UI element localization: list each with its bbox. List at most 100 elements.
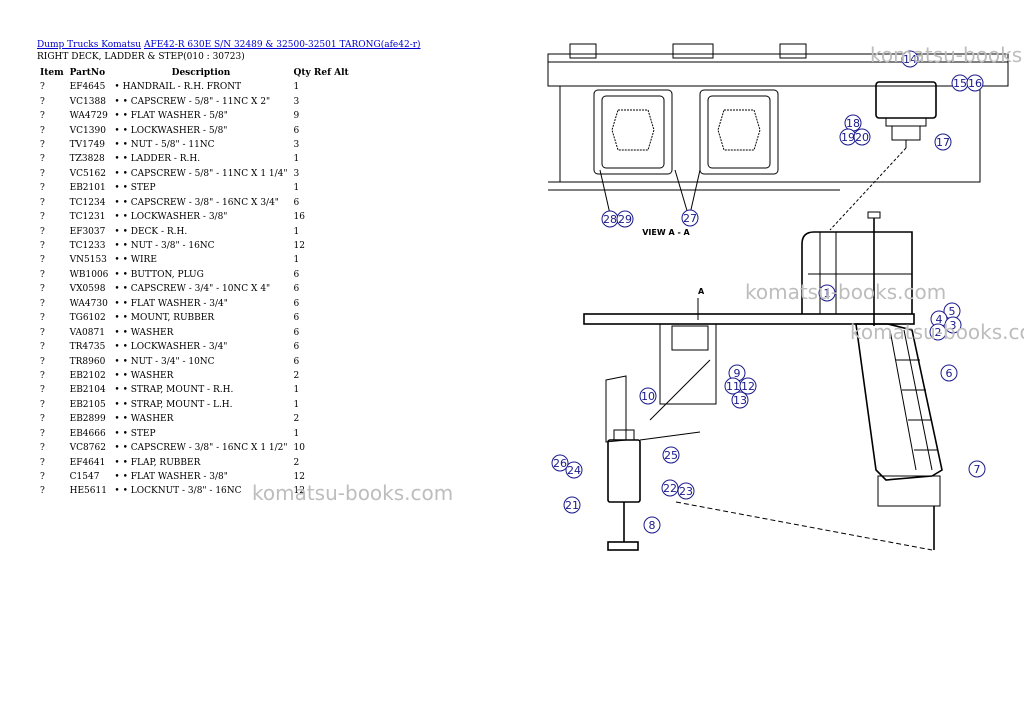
callout-6: 6 bbox=[940, 364, 958, 382]
handrail-post-detail bbox=[829, 81, 937, 231]
cell-qty: 3 bbox=[293, 139, 300, 150]
cell-description: • • CAPSCREW - 3/8" - 16NC X 1 1/2" bbox=[114, 443, 288, 454]
cell-description: • • FLAP, RUBBER bbox=[114, 457, 201, 468]
callout-25: 25 bbox=[662, 446, 680, 464]
cell-partno: TC1231 bbox=[69, 212, 106, 223]
cell-qty: 1 bbox=[293, 82, 300, 93]
cell-partno: WB1006 bbox=[69, 269, 109, 280]
cell-item: ? bbox=[40, 342, 45, 353]
cell-description: • • BUTTON, PLUG bbox=[114, 269, 204, 280]
table-row: ?TC1234• • CAPSCREW - 3/8" - 16NC X 3/4"… bbox=[37, 196, 352, 210]
col-qty-header: Qty Ref Alt bbox=[293, 68, 349, 78]
svg-text:2: 2 bbox=[935, 326, 942, 339]
cell-description: • • STRAP, MOUNT - L.H. bbox=[114, 399, 233, 410]
ladder-drawing bbox=[675, 323, 943, 551]
cell-partno: VA0871 bbox=[69, 327, 105, 338]
cell-partno: HE5611 bbox=[69, 486, 107, 497]
cell-item: ? bbox=[40, 139, 45, 150]
cell-item: ? bbox=[40, 183, 45, 194]
cell-partno: EB2899 bbox=[69, 414, 106, 425]
cell-qty: 1 bbox=[293, 255, 300, 266]
cell-description: • • WIRE bbox=[114, 255, 157, 266]
cell-partno: VC1390 bbox=[69, 125, 106, 136]
parts-diagram: VIEW A - A A bbox=[547, 43, 1009, 551]
cell-description: • • CAPSCREW - 3/8" - 16NC X 3/4" bbox=[114, 197, 279, 208]
callout-20: 20 bbox=[853, 128, 871, 146]
cell-description: • • LOCKNUT - 3/8" - 16NC bbox=[114, 486, 242, 497]
cell-item: ? bbox=[40, 284, 45, 295]
cell-qty: 6 bbox=[293, 197, 300, 208]
cell-item: ? bbox=[40, 399, 45, 410]
cell-description: • • FLAT WASHER - 3/8" bbox=[114, 472, 228, 483]
table-row: ?EB2104• • STRAP, MOUNT - R.H.1 bbox=[37, 383, 352, 397]
svg-text:3: 3 bbox=[950, 319, 957, 332]
svg-text:9: 9 bbox=[734, 367, 741, 380]
svg-text:27: 27 bbox=[683, 212, 697, 225]
cell-item: ? bbox=[40, 486, 45, 497]
cell-partno: EF4645 bbox=[69, 82, 106, 93]
cell-qty: 2 bbox=[293, 457, 300, 468]
cell-item: ? bbox=[40, 226, 45, 237]
svg-text:14: 14 bbox=[903, 53, 917, 66]
col-item-header: Item bbox=[40, 68, 64, 78]
breadcrumb-link-category[interactable]: Dump Trucks Komatsu bbox=[37, 40, 142, 50]
cell-partno: VC5162 bbox=[69, 168, 106, 179]
cell-description: • • CAPSCREW - 5/8" - 11NC X 2" bbox=[114, 96, 271, 107]
cell-qty: 16 bbox=[293, 212, 305, 223]
cell-qty: 1 bbox=[293, 183, 300, 194]
cell-qty: 6 bbox=[293, 284, 300, 295]
cell-description: • HANDRAIL - R.H. FRONT bbox=[114, 82, 242, 93]
cell-item: ? bbox=[40, 457, 45, 468]
callout-10: 10 bbox=[639, 387, 657, 405]
cell-item: ? bbox=[40, 370, 45, 381]
callout-3: 3 bbox=[944, 316, 962, 334]
cell-qty: 6 bbox=[293, 356, 300, 367]
svg-text:17: 17 bbox=[936, 136, 950, 149]
cell-qty: 10 bbox=[293, 443, 305, 454]
table-row: ?TZ3828• • LADDER - R.H.1 bbox=[37, 152, 352, 166]
table-row: ?WA4730• • FLAT WASHER - 3/4"6 bbox=[37, 297, 352, 311]
cell-item: ? bbox=[40, 472, 45, 483]
callout-29: 29 bbox=[616, 210, 634, 228]
cell-qty: 12 bbox=[293, 472, 305, 483]
cell-partno: VX0598 bbox=[69, 284, 106, 295]
table-row: ?TC1231• • LOCKWASHER - 3/8"16 bbox=[37, 210, 352, 224]
callout-23: 23 bbox=[677, 482, 695, 500]
cell-partno: EF3037 bbox=[69, 226, 106, 237]
cell-qty: 3 bbox=[293, 168, 300, 179]
callout-5: 5 bbox=[943, 302, 961, 320]
breadcrumb: Dump Trucks Komatsu AFE42-R 630E S/N 324… bbox=[37, 40, 421, 51]
callout-14: 14 bbox=[901, 50, 919, 68]
cell-partno: WA4729 bbox=[69, 111, 108, 122]
cell-item: ? bbox=[40, 125, 45, 136]
cell-item: ? bbox=[40, 356, 45, 367]
cell-qty: 6 bbox=[293, 125, 300, 136]
table-row: ?WA4729• • FLAT WASHER - 5/8"9 bbox=[37, 109, 352, 123]
cell-partno: EB2104 bbox=[69, 385, 106, 396]
svg-text:25: 25 bbox=[664, 449, 678, 462]
cell-qty: 1 bbox=[293, 154, 300, 165]
cell-item: ? bbox=[40, 443, 45, 454]
svg-text:16: 16 bbox=[968, 77, 982, 90]
cell-item: ? bbox=[40, 327, 45, 338]
callout-24: 24 bbox=[565, 461, 583, 479]
cell-item: ? bbox=[40, 197, 45, 208]
breadcrumb-link-model[interactable]: AFE42-R 630E S/N 32489 & 32500-32501 TAR… bbox=[143, 40, 421, 50]
cell-description: • • WASHER bbox=[114, 370, 174, 381]
watermark: komatsu-books.com bbox=[252, 481, 454, 505]
cell-partno: C1547 bbox=[69, 472, 100, 483]
callout-26: 26 bbox=[551, 454, 569, 472]
table-row: ?TR4735• • LOCKWASHER - 3/4"6 bbox=[37, 340, 352, 354]
cell-partno: EF4641 bbox=[69, 457, 106, 468]
cell-description: • • MOUNT, RUBBER bbox=[114, 313, 215, 324]
cell-partno: VC8762 bbox=[69, 443, 106, 454]
svg-text:28: 28 bbox=[603, 213, 617, 226]
cell-partno: TR8960 bbox=[69, 356, 106, 367]
svg-text:23: 23 bbox=[679, 485, 693, 498]
cell-qty: 6 bbox=[293, 298, 300, 309]
cell-partno: VC1388 bbox=[69, 96, 106, 107]
